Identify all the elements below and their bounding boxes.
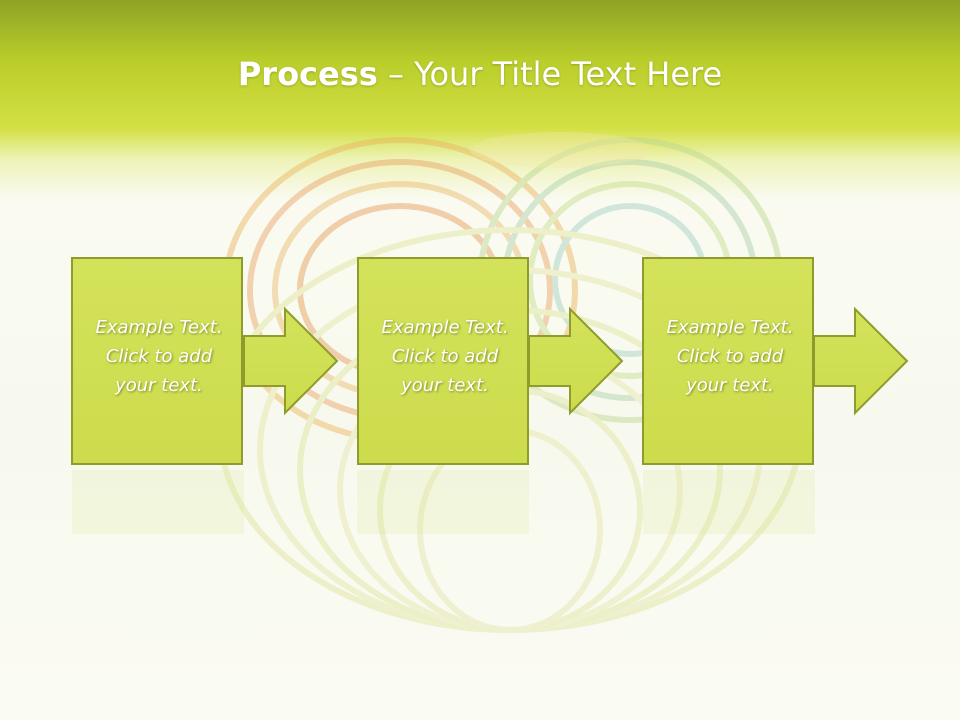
- process-step-3[interactable]: Example Text. Click to add your text.: [642, 257, 814, 465]
- step-2-line-3: your text.: [401, 375, 489, 396]
- slide-title[interactable]: Process – Your Title Text Here: [0, 52, 960, 96]
- step-3-line-3: your text.: [686, 375, 774, 396]
- title-separator: –: [377, 55, 415, 93]
- step-2-line-1: Example Text.: [381, 317, 509, 338]
- step-1-line-1: Example Text.: [95, 317, 223, 338]
- step-3-text: Example Text. Click to add your text.: [644, 313, 816, 400]
- step-2-line-2: Click to add: [391, 346, 499, 367]
- arrow-right-icon: [813, 306, 909, 416]
- step-1-text: Example Text. Click to add your text.: [73, 313, 245, 400]
- process-step-1[interactable]: Example Text. Click to add your text.: [71, 257, 243, 465]
- step-3-line-2: Click to add: [676, 346, 784, 367]
- step-3-line-1: Example Text.: [666, 317, 794, 338]
- title-bold: Process: [237, 55, 378, 93]
- process-step-2[interactable]: Example Text. Click to add your text.: [357, 257, 529, 465]
- title-band: [0, 0, 960, 200]
- arrow-right-icon: [243, 306, 339, 416]
- step-2-text: Example Text. Click to add your text.: [359, 313, 531, 400]
- step-1-line-3: your text.: [115, 375, 203, 396]
- step-1-line-2: Click to add: [105, 346, 213, 367]
- arrow-right-icon: [528, 306, 624, 416]
- title-text: Your Title Text Here: [414, 55, 723, 93]
